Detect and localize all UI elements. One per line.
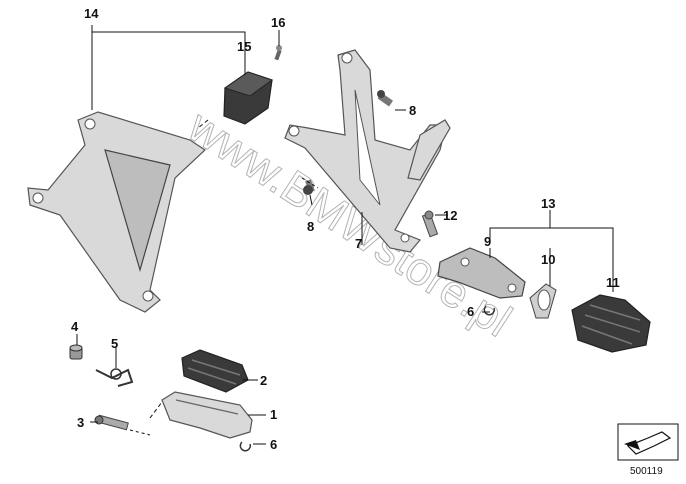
bracket-left <box>27 111 206 313</box>
callout-7: 7 <box>355 236 362 251</box>
callout-16: 16 <box>271 15 285 30</box>
callout-1: 1 <box>270 407 277 422</box>
footrest <box>149 391 253 439</box>
callout-9: 9 <box>484 234 491 249</box>
bushing <box>69 344 83 360</box>
diagram-id: 500119 <box>630 466 663 477</box>
torsion-spring <box>95 368 134 387</box>
clip <box>529 283 557 319</box>
arrow-icon <box>624 431 672 455</box>
pin <box>421 210 439 238</box>
callout-8-lower: 8 <box>307 219 314 234</box>
screw-lower <box>301 177 319 195</box>
rubber-footpeg <box>571 294 651 353</box>
callout-6-upper: 6 <box>467 304 474 319</box>
pin-bolt <box>94 414 151 436</box>
screw-upper <box>377 90 394 107</box>
rubber-damper <box>197 71 274 129</box>
callout-13: 13 <box>541 196 555 211</box>
rubber-pad <box>181 349 249 393</box>
callout-6-lower: 6 <box>270 437 277 452</box>
footrest-mount <box>284 49 451 253</box>
callout-2: 2 <box>260 373 267 388</box>
folding-holder <box>437 247 526 299</box>
callout-8-upper: 8 <box>409 103 416 118</box>
circlip-lower <box>239 441 252 452</box>
callout-5: 5 <box>111 336 118 351</box>
callout-15: 15 <box>237 39 251 54</box>
corner-badge: 500119 <box>617 423 679 477</box>
circlip-upper <box>483 305 496 316</box>
callout-11: 11 <box>606 275 620 290</box>
callout-3: 3 <box>77 415 84 430</box>
callout-4: 4 <box>71 319 79 334</box>
callout-14: 14 <box>84 6 99 21</box>
leader-lines <box>76 25 614 445</box>
small-screw <box>274 45 282 61</box>
callout-12: 12 <box>443 208 457 223</box>
callout-10: 10 <box>541 252 555 267</box>
